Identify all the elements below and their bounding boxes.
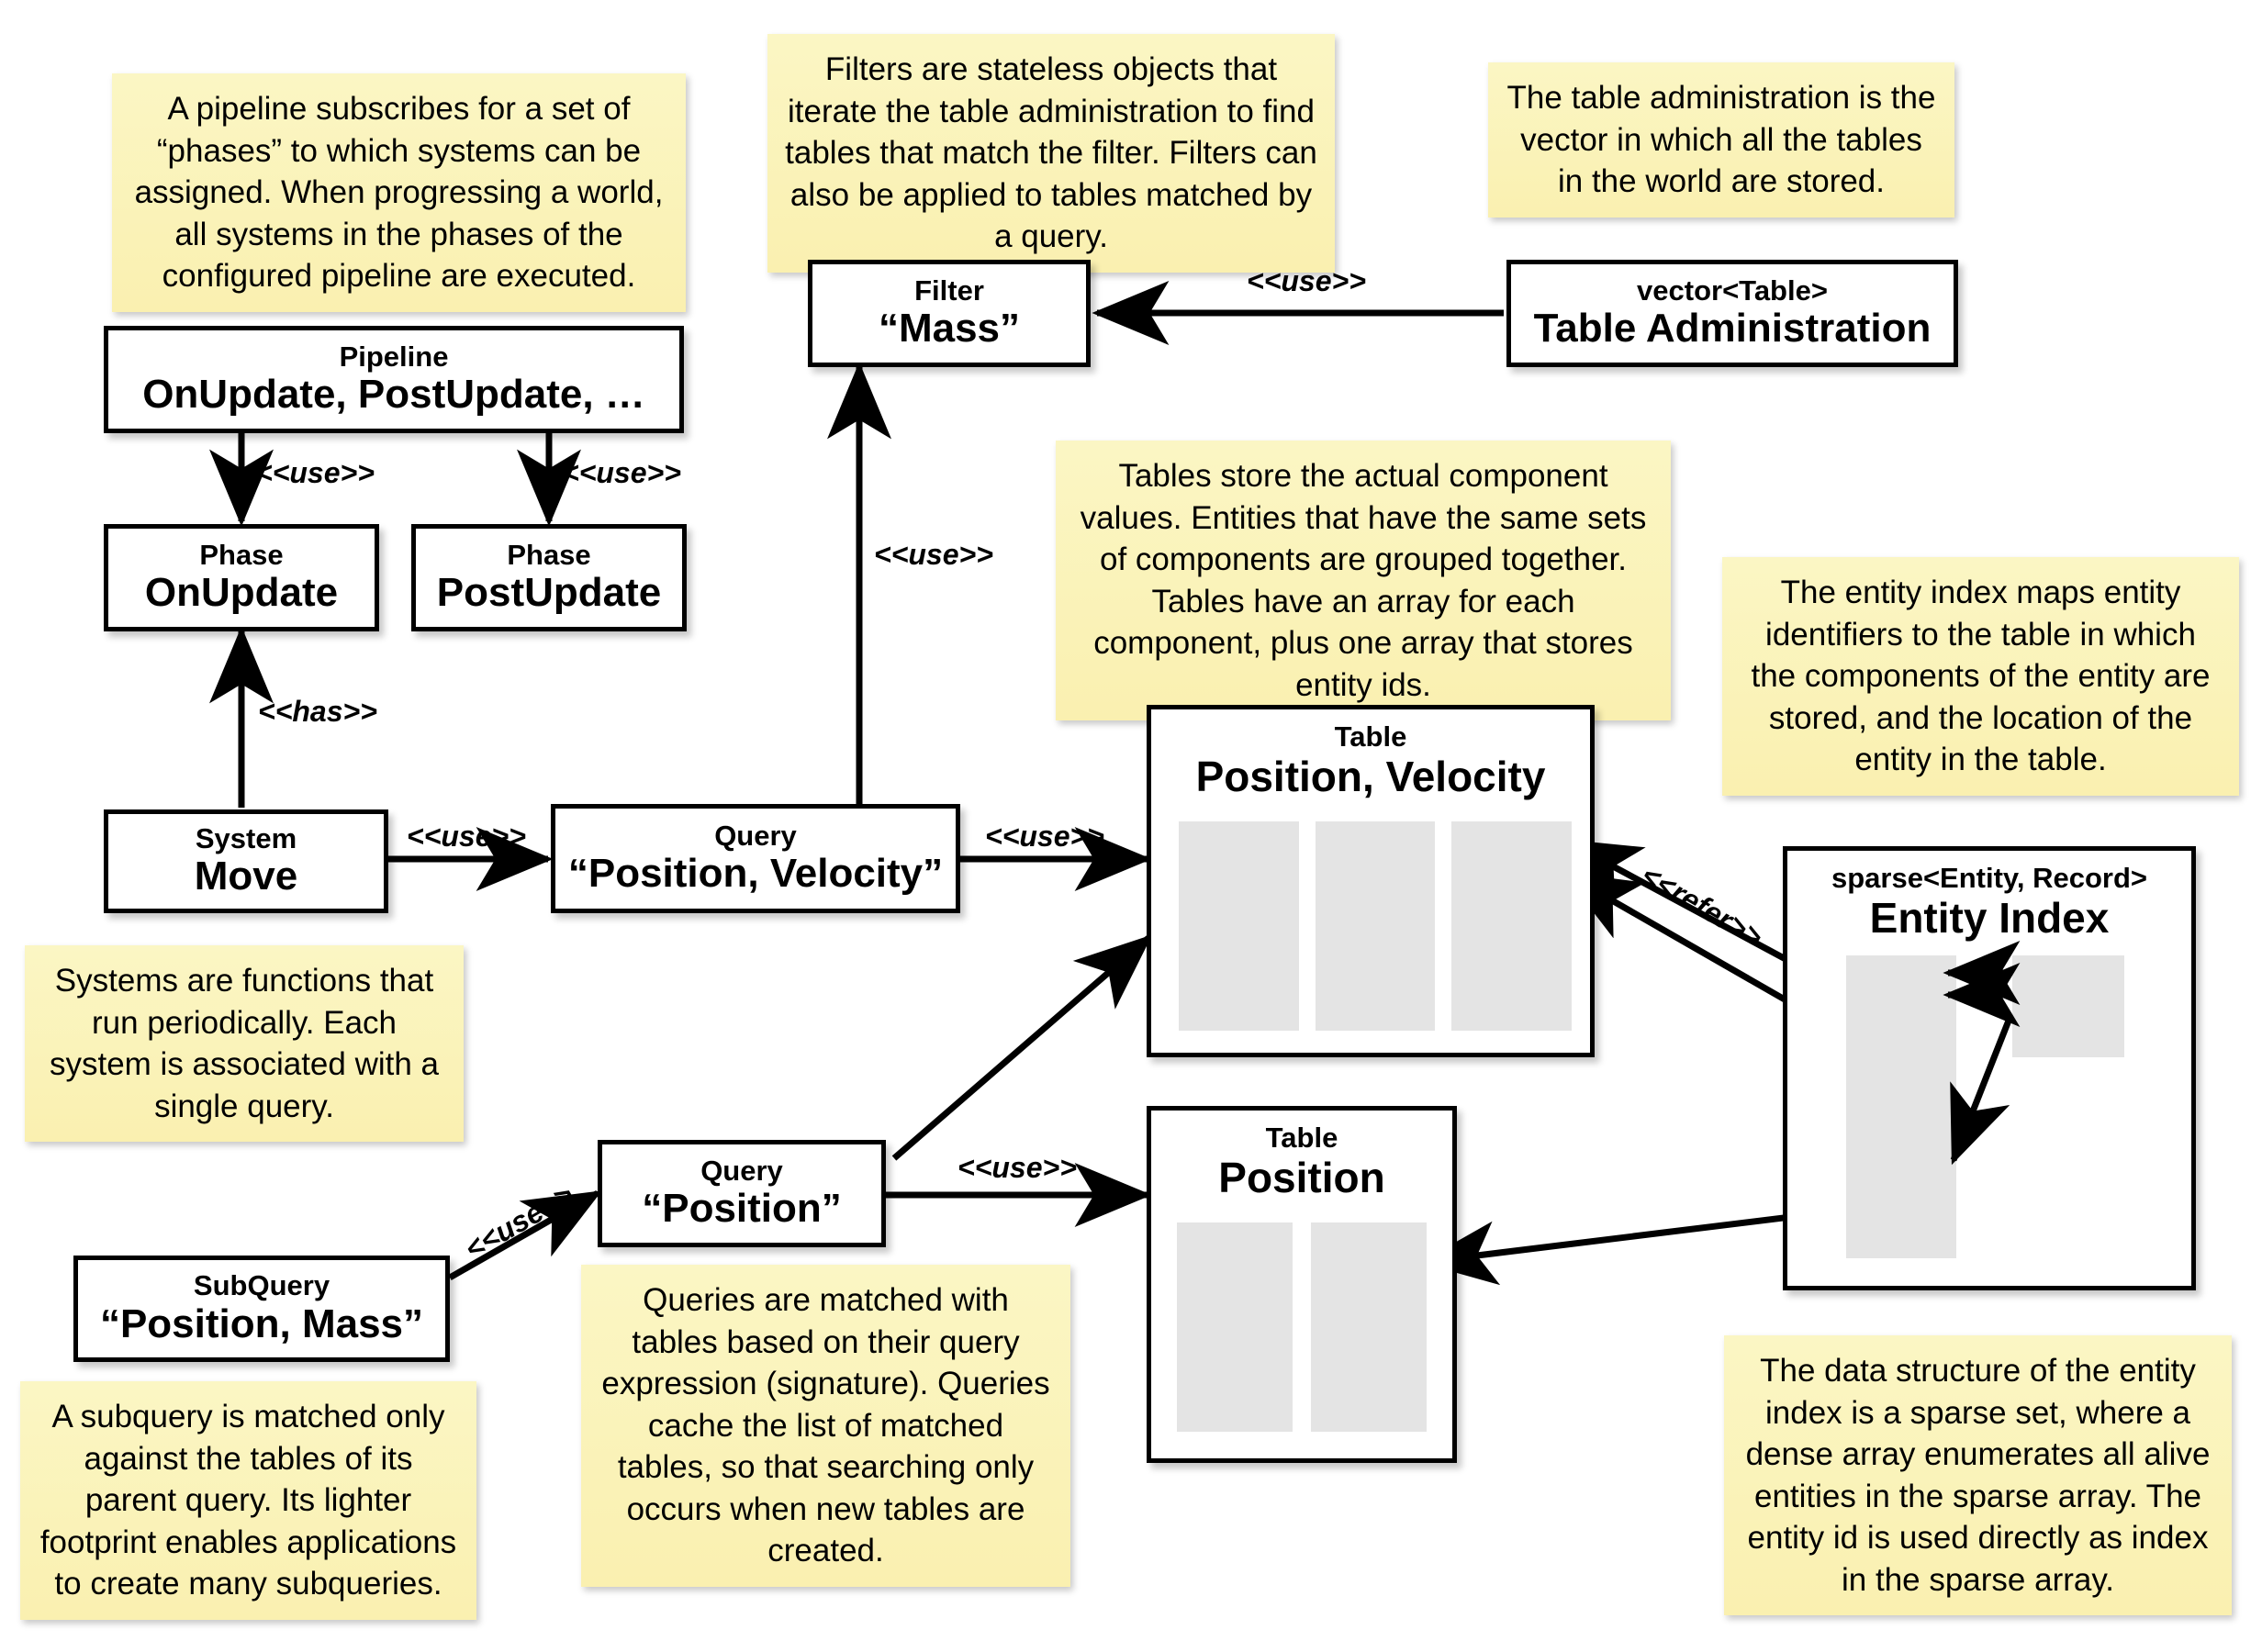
- box-stereotype: Filter: [914, 273, 984, 307]
- table-columns: [1179, 821, 1573, 1031]
- table-column-bar: [1179, 821, 1299, 1031]
- edge-label-subquery-to-query: <<use>>: [459, 1178, 579, 1267]
- note-filters: Filters are stateless objects that itera…: [767, 34, 1335, 273]
- table-column-bar: [1451, 821, 1573, 1031]
- table-column-bar: [1315, 821, 1436, 1031]
- table-columns: [1177, 1222, 1427, 1432]
- box-table-position[interactable]: Table Position: [1147, 1106, 1457, 1463]
- box-table-administration[interactable]: vector<Table> Table Administration: [1506, 260, 1958, 367]
- box-title: “Position, Mass”: [99, 1300, 424, 1346]
- edge-label-index-refer-table: <<refer>>: [1636, 858, 1769, 954]
- box-title: Position, Velocity: [1195, 752, 1546, 800]
- table-column-bar: [1177, 1222, 1293, 1432]
- box-title: PostUpdate: [436, 570, 662, 616]
- edge-label-system-has-phase: <<has>>: [258, 695, 377, 728]
- box-stereotype: SubQuery: [193, 1269, 330, 1302]
- edge-label-admin-to-filter: <<use>>: [1247, 264, 1366, 297]
- box-stereotype: Query: [714, 819, 797, 852]
- box-table-position-velocity[interactable]: Table Position, Velocity: [1147, 705, 1595, 1057]
- note-sparse-set: The data structure of the entity index i…: [1724, 1335, 2232, 1615]
- edge-label-pipeline-to-onupdate: <<use>>: [255, 456, 375, 489]
- box-stereotype: Phase: [199, 538, 284, 571]
- box-title: “Position, Velocity”: [567, 851, 944, 897]
- edge-label-query-pos-to-table-pos: <<use>>: [957, 1151, 1077, 1184]
- box-pipeline[interactable]: Pipeline OnUpdate, PostUpdate, …: [104, 326, 684, 433]
- box-stereotype: Table: [1265, 1122, 1338, 1154]
- table-caption: Table Position, Velocity: [1151, 709, 1590, 800]
- edge-label-query-to-table: <<use>>: [985, 820, 1104, 853]
- box-subquery-position-mass[interactable]: SubQuery “Position, Mass”: [73, 1256, 450, 1362]
- table-caption: Table Position: [1151, 1111, 1452, 1201]
- note-queries: Queries are matched with tables based on…: [581, 1265, 1070, 1587]
- box-title: Move: [194, 854, 298, 899]
- box-title: “Position”: [642, 1186, 842, 1232]
- edge-label-pipeline-to-postupdate: <<use>>: [562, 456, 681, 489]
- box-query-position-velocity[interactable]: Query “Position, Velocity”: [551, 804, 960, 913]
- note-subquery: A subquery is matched only against the t…: [20, 1381, 476, 1620]
- sparse-array-bar: [1846, 955, 1956, 1258]
- edge-label-system-to-query: <<use>>: [407, 820, 526, 853]
- box-title: OnUpdate, PostUpdate, …: [142, 372, 645, 418]
- box-filter-mass[interactable]: Filter “Mass”: [808, 260, 1091, 367]
- box-stereotype: Phase: [507, 538, 591, 571]
- box-phase-onupdate[interactable]: Phase OnUpdate: [104, 524, 379, 631]
- box-stereotype: Table: [1334, 720, 1407, 753]
- edge-label-query-to-filter: <<use>>: [874, 538, 993, 571]
- box-query-position[interactable]: Query “Position”: [598, 1140, 886, 1247]
- note-systems: Systems are functions that run periodica…: [25, 945, 464, 1142]
- note-table-admin: The table administration is the vector i…: [1488, 62, 1954, 218]
- box-title: OnUpdate: [144, 570, 339, 616]
- box-stereotype: sparse<Entity, Record>: [1831, 862, 2147, 894]
- box-phase-postupdate[interactable]: Phase PostUpdate: [411, 524, 687, 631]
- note-entity-index: The entity index maps entity identifiers…: [1722, 557, 2239, 796]
- box-title: Table Administration: [1533, 306, 1932, 352]
- box-title: Position: [1218, 1153, 1385, 1201]
- box-stereotype: Query: [700, 1154, 783, 1187]
- table-column-bar: [1311, 1222, 1427, 1432]
- dense-array-bar: [2012, 955, 2124, 1057]
- box-title: Entity Index: [1869, 893, 2110, 942]
- box-stereotype: vector<Table>: [1637, 273, 1828, 307]
- box-title: “Mass”: [878, 306, 1021, 352]
- wire-querypos-to-table-posvel: [891, 934, 1153, 1161]
- note-tables: Tables store the actual component values…: [1056, 441, 1671, 720]
- box-system-move[interactable]: System Move: [104, 809, 388, 913]
- box-stereotype: Pipeline: [339, 340, 449, 373]
- box-entity-index[interactable]: sparse<Entity, Record> Entity Index: [1783, 846, 2196, 1290]
- box-stereotype: System: [195, 821, 297, 854]
- note-pipeline: A pipeline subscribes for a set of “phas…: [112, 73, 686, 312]
- table-caption: sparse<Entity, Record> Entity Index: [1787, 851, 2191, 942]
